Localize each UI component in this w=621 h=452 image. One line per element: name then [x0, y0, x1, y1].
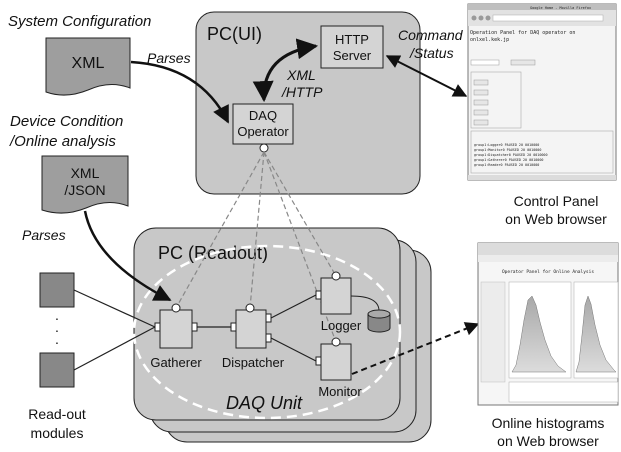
readout-modules-label-line1: Read-out: [28, 406, 86, 422]
daq-operator-port: [259, 143, 269, 153]
readout-modules: · · ·: [39, 272, 75, 388]
xml-document: XML: [45, 37, 131, 96]
monitor-label: Monitor: [318, 384, 362, 399]
control-panel-heading-line2: onlxel.kek.jp: [470, 37, 509, 43]
logger-label: Logger: [321, 318, 362, 333]
parses-top-label: Parses: [147, 50, 191, 66]
control-panel-heading-line1: Operation Panel for DAQ operator on: [470, 30, 575, 36]
status-row-3: group1:Dispatcher0 PAUSED 20 0010000: [474, 153, 548, 157]
command-status-label-line1: Command: [398, 27, 464, 43]
xml-document-label: XML: [72, 55, 105, 72]
status-row-4: group1:Gatherer0 PAUSED 20 0010000: [474, 158, 543, 162]
parses-arrow-top: [130, 60, 230, 124]
pc-ui-title: PC(UI): [207, 24, 262, 44]
histogram-2: [575, 295, 617, 373]
http-server-label-line2: Server: [333, 48, 372, 63]
command-status-label-line2: /Status: [409, 45, 454, 61]
system-configuration-label: System Configuration: [8, 13, 151, 30]
histograms-page-title: Operator Panel for Online Analysis: [502, 269, 594, 275]
status-row-2: group1:Monitor0 PAUSED 20 0010000: [474, 148, 541, 152]
readout-dots-3: ·: [55, 334, 60, 350]
readout-modules-label-line2: modules: [31, 425, 84, 441]
gatherer-component: Gatherer: [150, 303, 202, 370]
data-flow-lines: [73, 289, 317, 371]
gatherer-label: Gatherer: [150, 355, 202, 370]
readout-module-bottom: [39, 352, 75, 388]
pc-ui-box: PC(UI): [195, 11, 421, 195]
device-condition-label-line1: Device Condition: [10, 113, 123, 130]
histograms-caption-line2: on Web browser: [497, 433, 599, 449]
monitor-histogram-arrow: [351, 322, 480, 375]
parses-arrow-bottom: [83, 210, 172, 302]
dispatcher-label: Dispatcher: [222, 355, 285, 370]
xml-json-label-line1: XML: [71, 165, 100, 181]
daq-operator-label-line1: DAQ: [249, 108, 277, 123]
daq-operator-label-line2: Operator: [237, 124, 289, 139]
logger-component: Logger: [315, 271, 362, 333]
xml-http-label-line1: XML: [286, 67, 316, 83]
xml-http-arrow: [252, 38, 319, 103]
readout-dots-2: ·: [55, 322, 60, 338]
histogram-1: [511, 295, 567, 373]
readout-module-top: [39, 272, 75, 308]
xml-json-label-line2: /JSON: [64, 182, 105, 198]
parses-bottom-label: Parses: [22, 227, 66, 243]
control-panel-window-title: Google Home - Mozilla Firefox: [530, 6, 591, 10]
command-status-arrow: [385, 55, 468, 97]
daq-unit-ellipse: [132, 244, 402, 420]
dispatcher-component: Dispatcher: [222, 303, 285, 370]
monitor-component: Monitor: [315, 337, 362, 399]
status-row-5: group1:Reader0 PAUSED 20 0010000: [474, 163, 539, 167]
control-panel-caption-line1: Control Panel: [514, 193, 599, 209]
control-panel-screenshot: Google Home - Mozilla Firefox Operation …: [467, 3, 617, 181]
readout-dots: ·: [55, 310, 60, 326]
xml-http-label-line2: /HTTP: [281, 84, 323, 100]
daq-unit-label: DAQ Unit: [226, 393, 303, 413]
xml-json-document: XML /JSON: [41, 155, 129, 214]
daq-operator-box: DAQ Operator: [232, 103, 294, 153]
http-server-label-line1: HTTP: [335, 32, 369, 47]
histograms-caption-line1: Online histograms: [492, 415, 605, 431]
http-server-box: HTTP Server: [320, 25, 384, 69]
status-row-1: group1:Logger0 PAUSED 20 0010000: [474, 143, 539, 147]
disk-icon: [367, 309, 391, 333]
logger-disk-line: [350, 295, 380, 311]
control-panel-caption-line2: on Web browser: [505, 211, 607, 227]
device-condition-label-line2: /Online analysis: [9, 133, 116, 150]
histograms-screenshot: Operator Panel for Online Analysis: [477, 242, 619, 406]
